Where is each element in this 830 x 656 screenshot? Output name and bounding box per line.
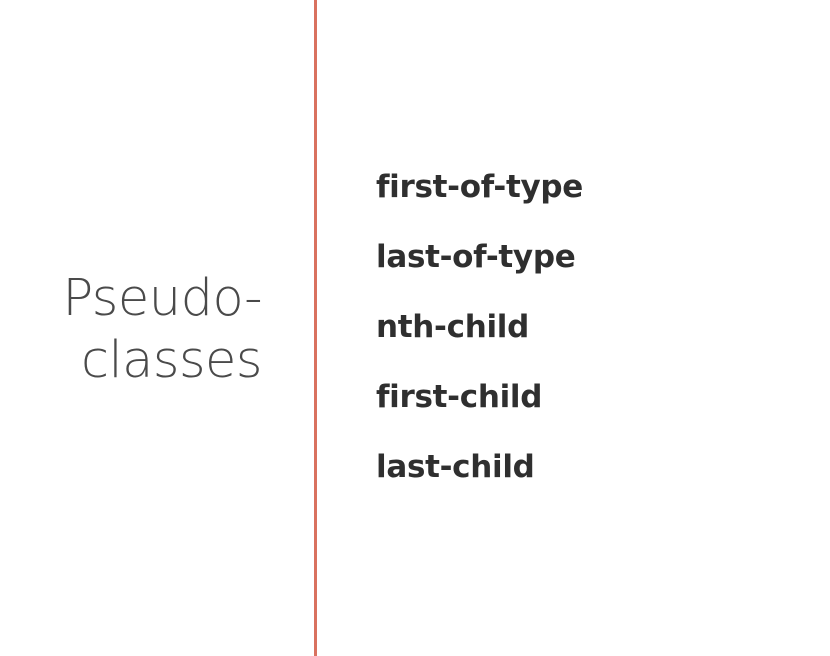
vertical-divider [314, 0, 317, 656]
pseudo-class-list: first-of-type last-of-type nth-child fir… [376, 165, 583, 515]
list-item-last-of-type: last-of-type [376, 239, 576, 275]
list-item-first-child: first-child [376, 379, 543, 415]
list-item-nth-child: nth-child [376, 309, 530, 345]
list-item-last-child: last-child [376, 449, 535, 485]
slide-title: Pseudo- classes [0, 268, 262, 392]
title-line-1: Pseudo- [62, 269, 262, 328]
list-item-first-of-type: first-of-type [376, 169, 583, 205]
title-line-2: classes [80, 331, 263, 390]
